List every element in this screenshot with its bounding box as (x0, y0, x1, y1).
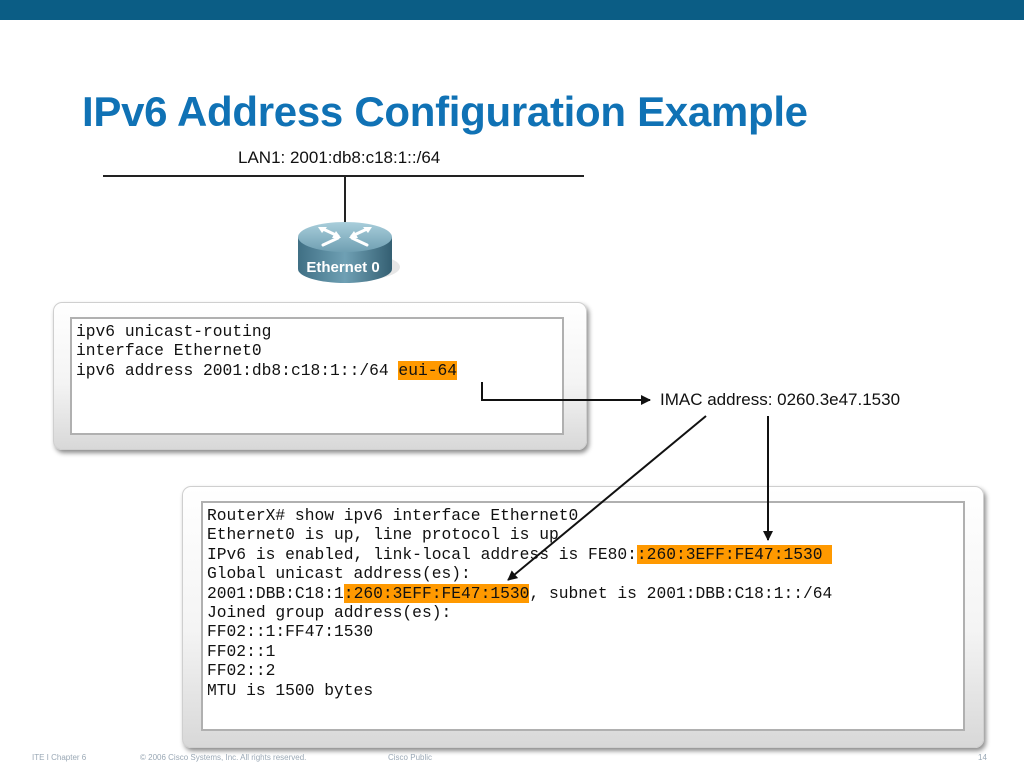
footer-chapter: ITE I Chapter 6 (32, 753, 87, 762)
slide-title: IPv6 Address Configuration Example (82, 88, 808, 135)
show-output-panel: RouterX# show ipv6 interface Ethernet0 E… (182, 486, 984, 748)
output-line: RouterX# show ipv6 interface Ethernet0 (207, 506, 579, 525)
config-code-box: ipv6 unicast-routing interface Ethernet0… (70, 317, 564, 435)
show-code: RouterX# show ipv6 interface Ethernet0 E… (203, 503, 963, 703)
output-line: Ethernet0 is up, line protocol is up (207, 525, 559, 545)
router-icon: Ethernet 0 (298, 222, 400, 283)
global-unicast-highlight: :260:3EFF:FE47:1530 (343, 583, 530, 603)
output-line-suffix: , subnet is 2001:DBB:C18:1::/64 (529, 583, 833, 603)
footer-page-number: 14 (978, 753, 987, 762)
arrow-mac-to-global-unicast (507, 415, 707, 581)
config-line: ipv6 unicast-routing (76, 322, 272, 341)
output-line: Joined group address(es): (207, 603, 452, 623)
footer-classification: Cisco Public (388, 753, 433, 762)
lan-label: LAN1: 2001:db8:c18:1::/64 (238, 148, 441, 167)
config-line: ipv6 address 2001:db8:c18:1::/64 (76, 360, 399, 380)
config-panel: ipv6 unicast-routing interface Ethernet0… (53, 302, 587, 450)
router-label: Ethernet 0 (306, 259, 379, 276)
output-line: FF02::2 (207, 661, 276, 681)
footer-copyright: © 2006 Cisco Systems, Inc. All rights re… (140, 753, 307, 762)
router-link-line (344, 176, 346, 224)
output-line: 2001:DBB:C18:1 (207, 583, 344, 603)
output-line: Global unicast address(es): (207, 564, 471, 584)
top-bar (0, 0, 1024, 20)
eui64-highlight: eui-64 (398, 360, 458, 380)
arrow-eui64-to-mac (481, 382, 651, 405)
mac-address-label: IMAC address: 0260.3e47.1530 (660, 390, 901, 409)
lan-segment-line (103, 175, 584, 177)
config-code: ipv6 unicast-routing interface Ethernet0… (72, 319, 562, 383)
show-code-box: RouterX# show ipv6 interface Ethernet0 E… (201, 501, 965, 731)
output-line: FF02::1:FF47:1530 (207, 622, 374, 642)
config-line: interface Ethernet0 (76, 341, 262, 361)
output-line: MTU is 1500 bytes (207, 680, 374, 700)
link-local-highlight: :260:3EFF:FE47:1530 (636, 544, 833, 564)
output-line: FF02::1 (207, 641, 276, 661)
